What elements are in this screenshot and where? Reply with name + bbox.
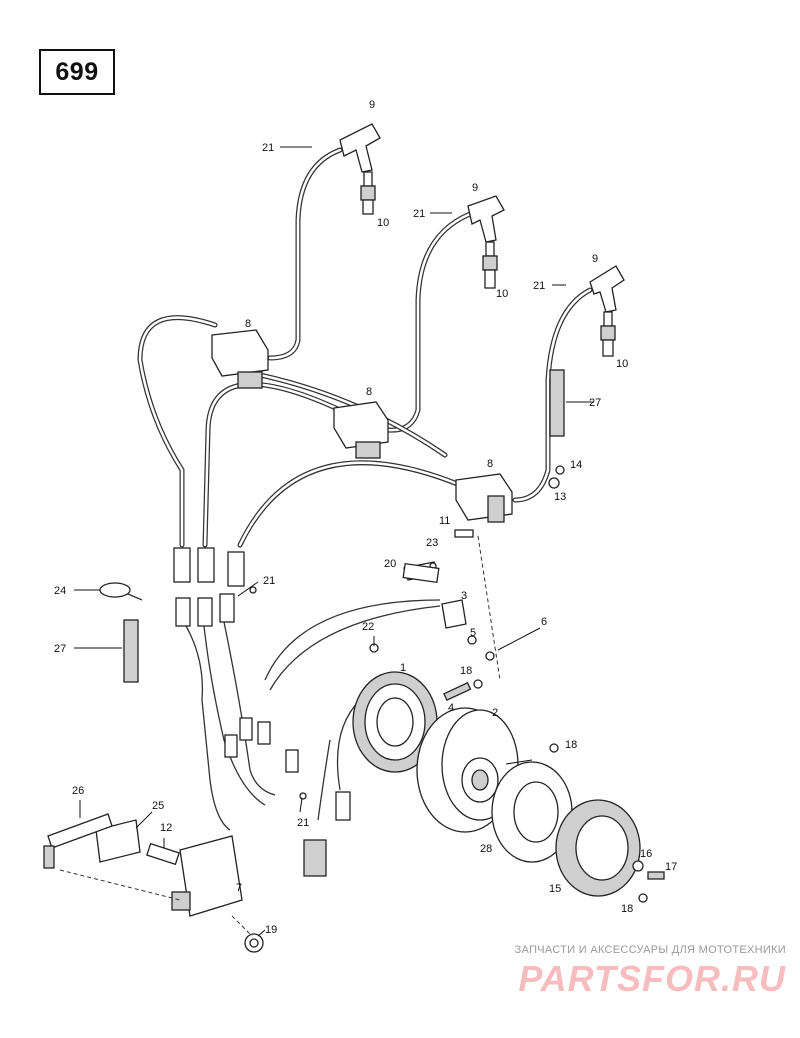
- protective-sleeve-2: [549, 369, 565, 437]
- callout-21: 21: [297, 817, 309, 829]
- callout-21: 21: [262, 142, 274, 154]
- callout-7: 7: [236, 882, 242, 894]
- callout-labels: 9 21 10 9 21 10 9 21 10 8 8 8 27 14 13 1…: [54, 99, 677, 936]
- callout-24: 24: [54, 585, 66, 597]
- spacer-12: [146, 842, 180, 866]
- callout-11: 11: [439, 515, 450, 527]
- cdi-module: [171, 835, 243, 917]
- stator: [352, 671, 438, 773]
- callout-9: 9: [369, 99, 375, 111]
- callout-27: 27: [54, 643, 66, 655]
- ignition-coil-1: [211, 329, 269, 389]
- callout-25: 25: [152, 800, 164, 812]
- trigger-ring: [491, 761, 573, 863]
- callout-9: 9: [592, 253, 598, 265]
- callout-28: 28: [480, 843, 492, 855]
- ignition-coil-3: [455, 473, 513, 523]
- mounting-bracket: [43, 813, 113, 869]
- callout-22: 22: [362, 621, 374, 633]
- callout-27: 27: [589, 397, 601, 409]
- callout-12: 12: [160, 822, 172, 834]
- callout-8: 8: [366, 386, 372, 398]
- callout-14: 14: [570, 459, 582, 471]
- callout-1: 1: [400, 662, 406, 674]
- callout-26: 26: [72, 785, 84, 797]
- page-number-box: 699: [39, 49, 115, 95]
- callout-4: 4: [448, 702, 454, 714]
- spark-plug-cap-2: [467, 195, 505, 243]
- callout-18: 18: [621, 903, 633, 915]
- watermark: ЗАПЧАСТИ И АКСЕССУАРЫ ДЛЯ МОТОТЕХНИКИ PA…: [466, 944, 786, 1000]
- spark-plug-cap-1: [339, 123, 381, 173]
- callout-3: 3: [461, 590, 467, 602]
- callout-5: 5: [470, 627, 476, 639]
- callout-10: 10: [616, 358, 628, 370]
- ignition-coil-2: [333, 401, 389, 459]
- starter-cup: [555, 799, 641, 897]
- callout-9: 9: [472, 182, 478, 194]
- rectifier: [95, 819, 141, 863]
- callout-10: 10: [496, 288, 508, 300]
- callout-6: 6: [541, 616, 547, 628]
- callout-15: 15: [549, 883, 561, 895]
- callout-17: 17: [665, 861, 677, 873]
- callout-13: 13: [554, 491, 566, 503]
- callout-21: 21: [533, 280, 545, 292]
- callout-16: 16: [640, 848, 652, 860]
- page-number: 699: [55, 57, 99, 86]
- callout-18: 18: [565, 739, 577, 751]
- callout-2: 2: [492, 707, 498, 719]
- callout-21: 21: [263, 575, 275, 587]
- spark-plug-2: [482, 241, 498, 289]
- callout-19: 19: [265, 924, 277, 936]
- callout-18: 18: [460, 665, 472, 677]
- callout-10: 10: [377, 217, 389, 229]
- leader-lines: [74, 146, 594, 937]
- protective-sleeve-1: [123, 619, 139, 683]
- watermark-logo: PARTSFOR.RU: [518, 958, 786, 999]
- spark-plug-cap-3: [589, 265, 625, 313]
- nut-19: [244, 933, 264, 953]
- wiring-harness: [185, 599, 441, 877]
- cable-tie: [99, 582, 143, 601]
- coil-connectors: [173, 547, 245, 627]
- spacer: [402, 562, 440, 584]
- high-tension-cables: [137, 147, 593, 548]
- callout-20: 20: [384, 558, 396, 570]
- callout-21: 21: [413, 208, 425, 220]
- spark-plug-1: [360, 171, 376, 215]
- callout-8: 8: [245, 318, 251, 330]
- watermark-caption: ЗАПЧАСТИ И АКСЕССУАРЫ ДЛЯ МОТОТЕХНИКИ: [514, 944, 786, 956]
- spark-plug-3: [600, 311, 616, 357]
- callout-23: 23: [426, 537, 438, 549]
- callout-8: 8: [487, 458, 493, 470]
